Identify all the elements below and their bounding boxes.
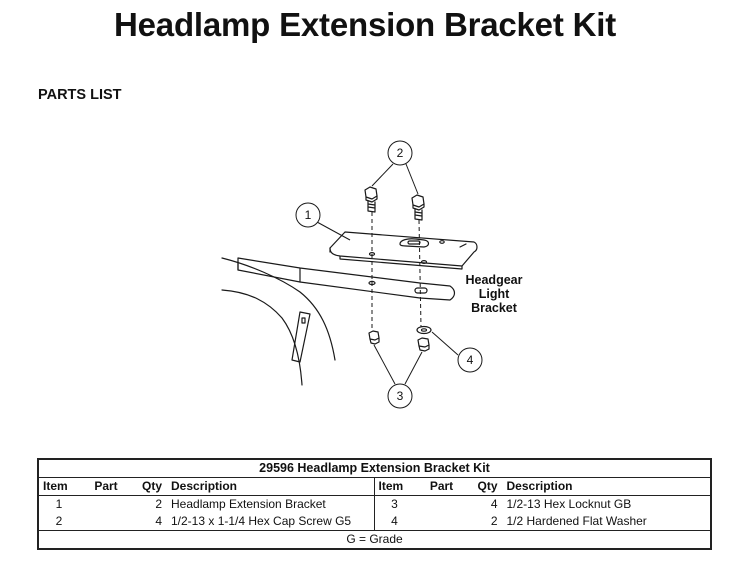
col-part: Part	[94, 479, 118, 493]
callout-4	[457, 347, 483, 373]
bracket-label-line-2: Light	[479, 287, 510, 301]
table-row: 2 4 1/2-13 x 1-1/4 Hex Cap Screw G5 4 2 …	[39, 513, 710, 530]
col-description: Description	[171, 479, 238, 493]
row-description: Headlamp Extension Bracket	[171, 497, 326, 511]
bracket-label-line-1: Headgear	[466, 273, 523, 287]
vehicle-outline	[221, 257, 336, 361]
callout-1	[295, 202, 321, 228]
row-description: 1/2 Hardened Flat Washer	[506, 514, 647, 528]
headgear-light-bracket	[237, 257, 456, 301]
page-title: Headlamp Extension Bracket Kit	[114, 6, 616, 43]
hex-cap-screw	[411, 194, 425, 221]
row-description: 1/2-13 x 1-1/4 Hex Cap Screw G5	[171, 514, 352, 528]
row-item: 2	[55, 514, 63, 528]
row-description: 1/2-13 Hex Locknut GB	[506, 497, 632, 511]
row-qty: 2	[155, 497, 162, 511]
callout-4-label: 4	[467, 353, 474, 367]
hex-locknut	[368, 330, 380, 345]
hex-locknut	[417, 337, 430, 352]
callout-3-label: 3	[397, 389, 404, 403]
col-qty: Qty	[477, 479, 498, 493]
col-qty: Qty	[141, 479, 162, 493]
callout-3	[387, 383, 413, 409]
col-part: Part	[429, 479, 454, 493]
col-description: Description	[506, 479, 573, 493]
table-row: 1 2 Headlamp Extension Bracket 3 4 1/2-1…	[39, 496, 710, 513]
vehicle-fender-outline	[221, 289, 303, 386]
callout-2	[387, 140, 413, 166]
extension-bracket-plate	[329, 231, 478, 267]
parts-table-column-headers: Item Part Qty Description Item Part Qty …	[39, 478, 710, 496]
hex-cap-screw	[364, 186, 378, 213]
col-item: Item	[378, 479, 404, 493]
callout-2-label: 2	[397, 146, 404, 160]
section-heading: PARTS LIST	[38, 87, 122, 103]
parts-table-footnote: G = Grade	[39, 530, 710, 548]
row-qty: 4	[490, 497, 498, 511]
row-part	[415, 496, 469, 513]
row-qty: 2	[490, 514, 498, 528]
callout-1-label: 1	[305, 208, 312, 222]
row-item: 3	[391, 497, 398, 511]
bracket-label-line-3: Bracket	[471, 301, 518, 315]
row-qty: 4	[155, 514, 162, 528]
row-part	[79, 513, 133, 530]
row-part	[415, 513, 469, 530]
row-item: 1	[55, 497, 63, 511]
parts-table: 29596 Headlamp Extension Bracket Kit Ite…	[37, 458, 712, 550]
col-item: Item	[43, 479, 68, 493]
flat-washer	[416, 325, 432, 335]
row-item: 4	[391, 514, 398, 528]
parts-table-heading: 29596 Headlamp Extension Bracket Kit	[39, 460, 710, 478]
mounting-strap	[291, 311, 311, 363]
row-part	[79, 496, 133, 513]
